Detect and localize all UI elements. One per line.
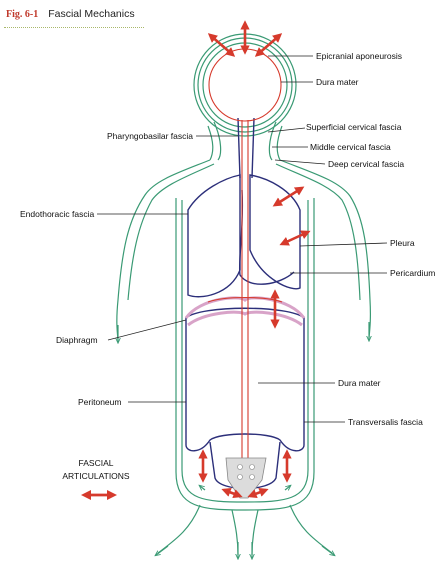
label-pleura: Pleura xyxy=(390,238,415,248)
label-dura-mater-top: Dura mater xyxy=(316,77,359,87)
figure-title: Fascial Mechanics xyxy=(48,8,135,20)
legend-line-2: ARTICULATIONS xyxy=(62,471,130,481)
label-transversalis-fascia: Transversalis fascia xyxy=(348,417,423,427)
label-endothoracic-fascia: Endothoracic fascia xyxy=(20,209,94,219)
outer-fascia-outline xyxy=(116,33,372,556)
dura-mater-line xyxy=(207,48,283,490)
label-deep-cervical-fascia: Deep cervical fascia xyxy=(328,159,404,169)
label-diaphragm: Diaphragm xyxy=(56,335,98,345)
label-dura-mater-bottom: Dura mater xyxy=(338,378,381,388)
label-peritoneum: Peritoneum xyxy=(78,397,121,407)
legend-line-1: FASCIAL xyxy=(79,458,114,468)
figure-header: Fig. 6-1 Fascial Mechanics xyxy=(6,8,135,24)
label-epicranial-aponeurosis: Epicranial aponeurosis xyxy=(316,51,402,61)
extremity-arrows xyxy=(118,322,369,558)
leader-lines xyxy=(97,55,388,423)
label-pericardium: Pericardium xyxy=(390,268,435,278)
figure-number: Fig. 6-1 xyxy=(6,9,39,20)
label-middle-cervical-fascia: Middle cervical fascia xyxy=(310,142,391,152)
label-superficial-cervical-fascia: Superficial cervical fascia xyxy=(306,122,402,132)
label-pharyngobasilar-fascia: Pharyngobasilar fascia xyxy=(107,131,193,141)
articulation-arrows xyxy=(198,20,311,499)
header-divider xyxy=(4,27,144,28)
diaphragm-band xyxy=(184,296,306,327)
